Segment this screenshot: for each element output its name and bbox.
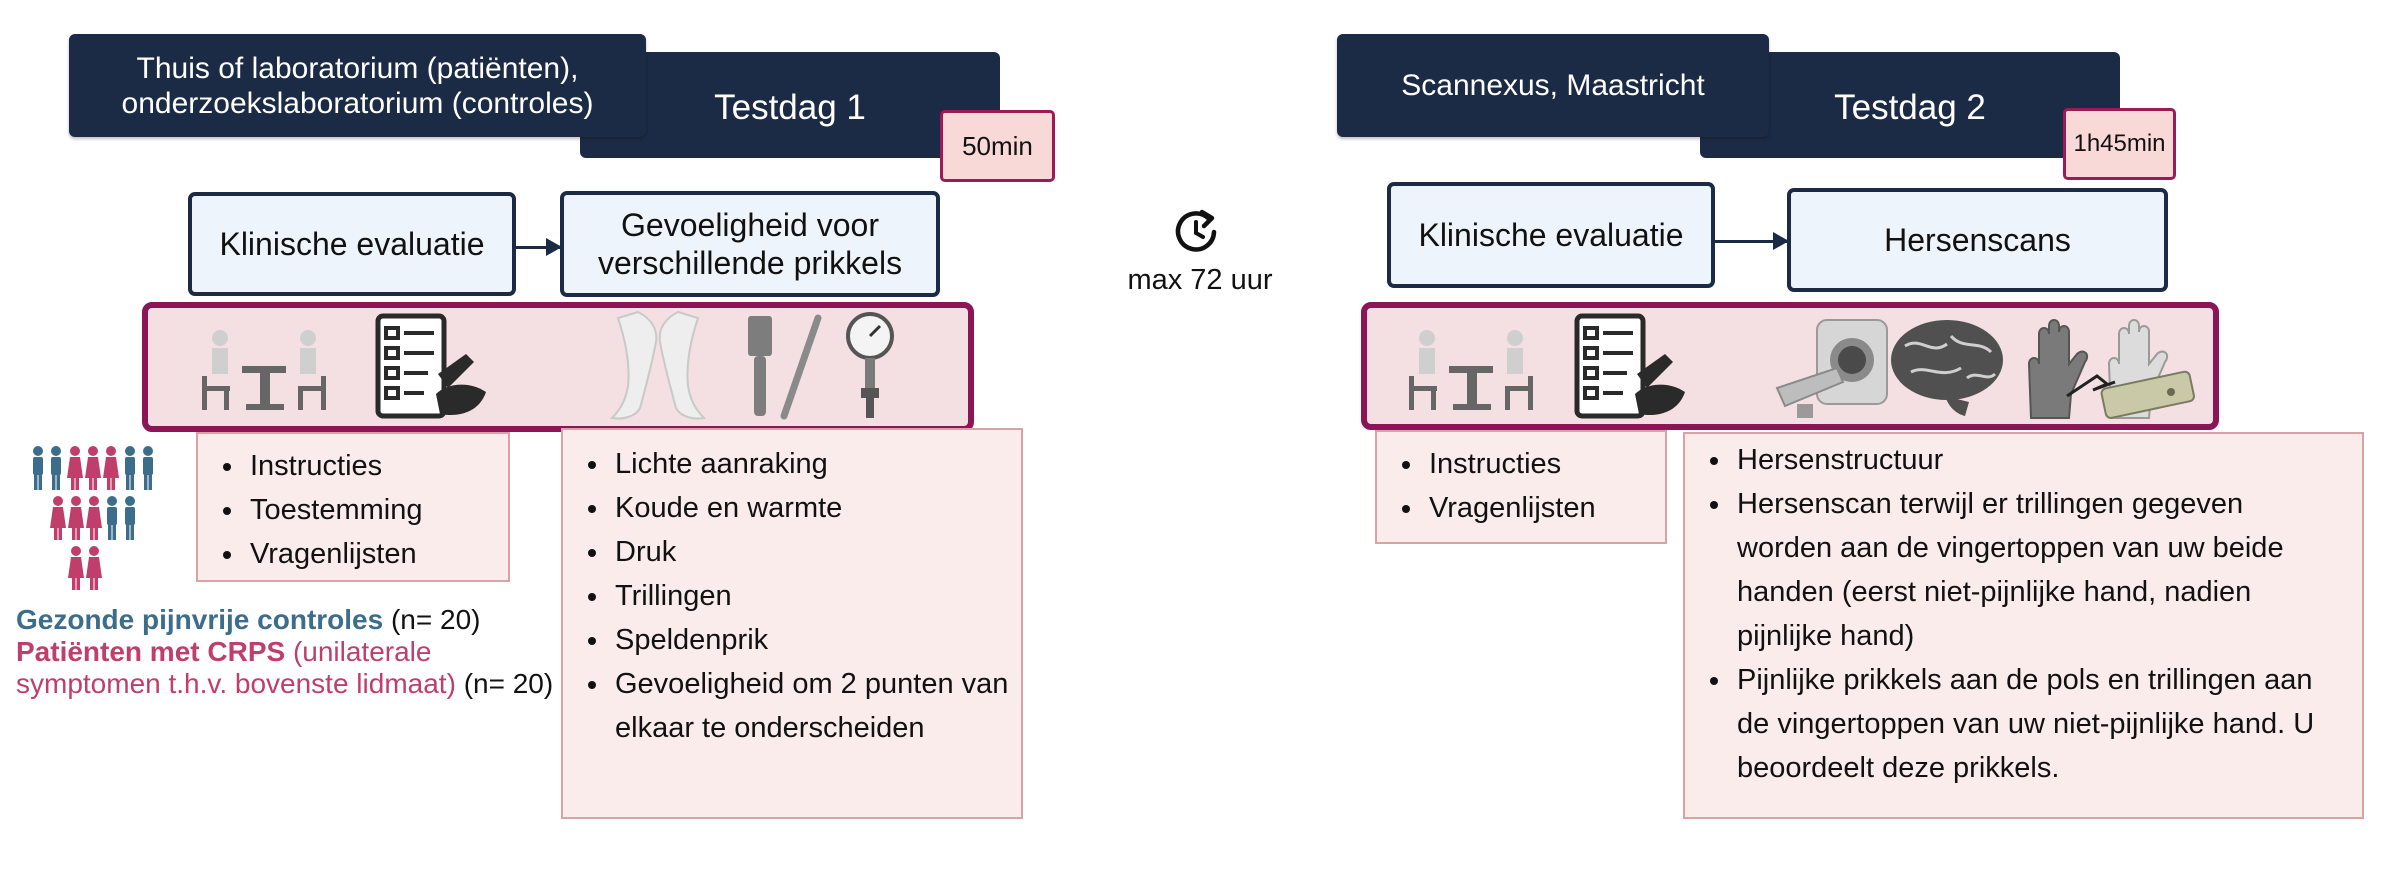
questionnaire-icon	[375, 313, 486, 419]
day2-list-clinical: Instructies Vragenlijsten	[1375, 430, 1667, 544]
list-item: Druk	[611, 530, 1011, 574]
list-item: Instructies	[1425, 442, 1665, 486]
list-item: Instructies	[246, 444, 508, 488]
consultation-icon	[1409, 330, 1533, 410]
list-item: Koude en warmte	[611, 486, 1011, 530]
day2-list-brainscans: Hersenstructuur Hersenscan terwijl er tr…	[1683, 432, 2364, 819]
list-item: Hersenscan terwijl er trillingen gegeven…	[1733, 482, 2344, 658]
brush-icon	[748, 316, 772, 416]
list-item: Vragenlijsten	[1425, 486, 1665, 530]
refresh-clock-icon	[1170, 206, 1222, 258]
day1-step-arrow	[516, 238, 562, 256]
day2-duration-badge: 1h45min	[2063, 108, 2176, 180]
arms-icon	[609, 310, 707, 420]
list-item: Speldenprik	[611, 618, 1011, 662]
day1-icon-band	[142, 302, 974, 432]
list-item: Hersenstructuur	[1733, 438, 2344, 482]
pressure-gauge-icon	[846, 312, 894, 418]
controls-label: Gezonde pijnvrije controles	[16, 604, 384, 635]
patients-label: Patiënten met CRPS	[16, 636, 286, 667]
day2-location: Scannexus, Maastricht	[1337, 34, 1769, 137]
day1-list-sensitivity: Lichte aanraking Koude en warmte Druk Tr…	[561, 428, 1023, 819]
questionnaire-icon	[1574, 313, 1685, 419]
day1-list-clinical: Instructies Toestemming Vragenlijsten	[196, 432, 510, 582]
list-item: Vragenlijsten	[246, 532, 508, 576]
day2-step-arrow	[1715, 232, 1789, 250]
list-item: Gevoeligheid om 2 punten van elkaar te o…	[611, 662, 1011, 750]
day1-location: Thuis of laboratorium (patiënten), onder…	[69, 34, 646, 137]
people-group-icon	[28, 446, 168, 596]
day1-step-sensitivity: Gevoeligheid voor verschillende prikkels	[560, 191, 940, 297]
day2-step-brainscans: Hersenscans	[1787, 188, 2168, 292]
legend-controls: Gezonde pijnvrije controles (n= 20)	[16, 604, 556, 636]
day2-step-clinical-evaluation: Klinische evaluatie	[1387, 182, 1715, 288]
list-item: Trillingen	[611, 574, 1011, 618]
brain-icon	[1891, 320, 2003, 416]
pin-icon	[780, 314, 822, 420]
interval-label: max 72 uur	[1127, 264, 1273, 296]
mri-scanner-icon	[1775, 319, 1888, 418]
patients-detail: (unilaterale symptomen t.h.v. bovenste l…	[16, 636, 456, 699]
day2-icon-band	[1361, 302, 2219, 430]
list-item: Pijnlijke prikkels aan de pols en trilli…	[1733, 658, 2344, 790]
day1-duration-badge: 50min	[940, 110, 1055, 182]
day1-step-clinical-evaluation: Klinische evaluatie	[188, 192, 516, 296]
vibration-device-icon	[2066, 370, 2195, 419]
day2-title: Testdag 2	[1700, 52, 2120, 158]
list-item: Lichte aanraking	[611, 442, 1011, 486]
patients-count: (n= 20)	[463, 668, 554, 699]
list-item: Toestemming	[246, 488, 508, 532]
legend-patients: Patiënten met CRPS (unilaterale symptome…	[16, 636, 556, 700]
consultation-icon	[202, 330, 326, 410]
day1-title: Testdag 1	[580, 52, 1000, 158]
controls-count: (n= 20)	[390, 604, 481, 635]
